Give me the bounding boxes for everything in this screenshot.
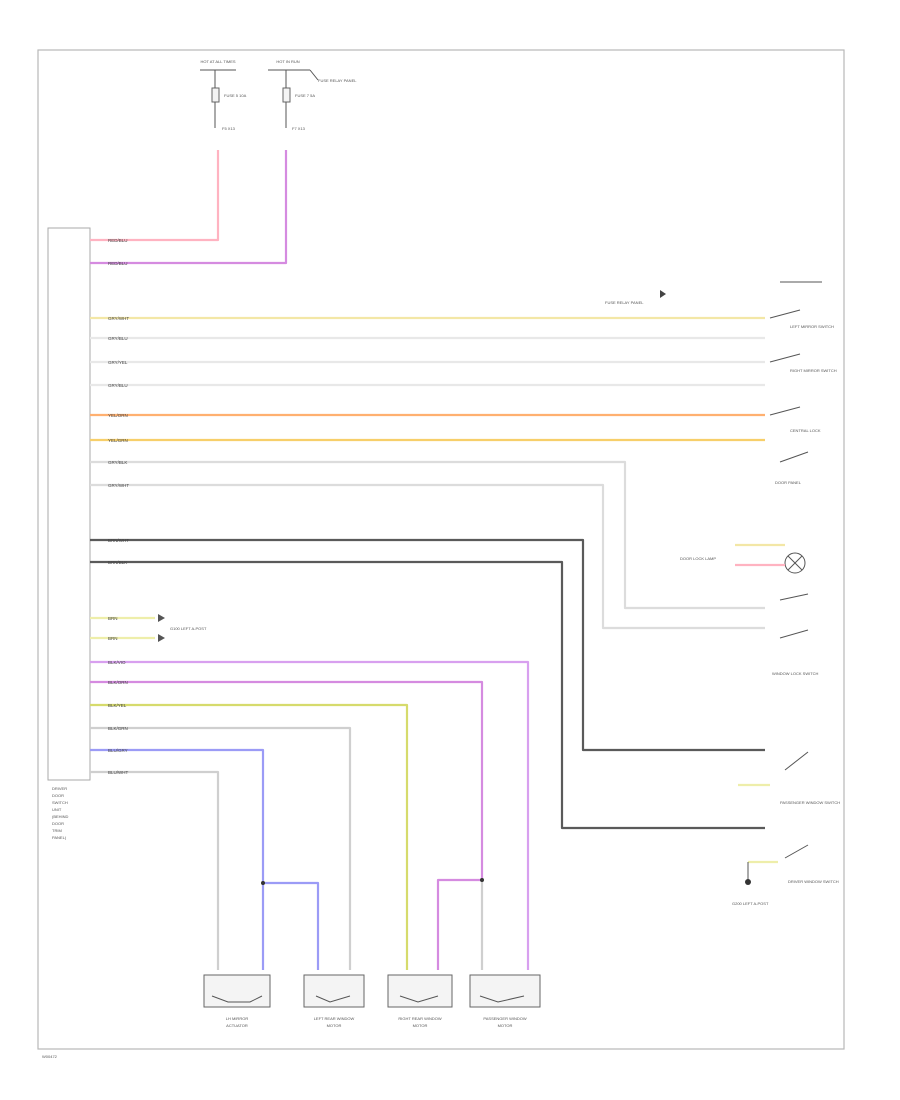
fuse-2-rating: FUSE 7 5A	[295, 93, 315, 98]
bottom-component-2-sub: MOTOR	[327, 1023, 342, 1028]
ground-symbol: G100 LEFT A-POST	[158, 614, 207, 642]
wire-label: BLK/YEL	[108, 703, 127, 708]
switch-icon	[784, 751, 809, 771]
bottom-component-4: PASSENGER WINDOW	[483, 1016, 526, 1021]
bottom-component-3: RIGHT REAR WINDOW	[398, 1016, 441, 1021]
wire-gray-white-2	[90, 483, 765, 630]
passenger-window-motor	[469, 974, 541, 1008]
right-component-5: DOOR LOCK LAMP	[680, 556, 716, 561]
fuse-2-label: HOT IN RUN	[276, 59, 299, 64]
ground-label-2: G200 LEFT A-POST	[732, 901, 769, 906]
fuse-1-terminal: F5 X13	[222, 126, 236, 131]
wire-label: BLU/WHT	[108, 770, 129, 775]
module-name-6: DOOR	[52, 821, 64, 826]
module-name-1: DRIVER	[52, 786, 67, 791]
fuse-2-icon	[282, 87, 291, 103]
wire-label: GRY/BLU	[108, 336, 128, 341]
bottom-component-1: LH MIRROR	[226, 1016, 249, 1021]
right-component-6: WINDOW LOCK SWITCH	[772, 671, 819, 676]
right-component-2: RIGHT MIRROR SWITCH	[790, 368, 837, 373]
module-name-2: DOOR	[52, 793, 64, 798]
right-component-4: DOOR PANEL	[775, 480, 802, 485]
right-components: FUSE RELAY PANEL LEFT MIRROR SWITCH RIGH…	[605, 281, 840, 906]
wire-label: BRN/BLK	[108, 560, 127, 565]
bottom-components: LH MIRROR ACTUATOR LEFT REAR WINDOW MOTO…	[203, 974, 541, 1028]
wire-label: BLK/ORN	[108, 680, 128, 685]
switch-icon	[779, 593, 809, 601]
wire-lilac-1	[90, 660, 530, 970]
fuse-block-1: HOT AT ALL TIMES FUSE 5 10A F5 X13	[200, 59, 247, 131]
left-rear-window-motor	[303, 974, 365, 1008]
right-component-3: CENTRAL LOCK	[790, 428, 821, 433]
module-name-4: UNIT	[52, 807, 62, 812]
wire-label: BLU/GRY	[108, 748, 128, 753]
ground-label-1: G100 LEFT A-POST	[170, 626, 207, 631]
splice-dot	[261, 881, 265, 885]
module-name-8: PANEL)	[52, 835, 67, 840]
diagram-frame	[37, 49, 845, 1050]
right-rear-window-motor	[387, 974, 453, 1008]
fuse-2-terminal: F7 X13	[292, 126, 306, 131]
fuse-1-icon	[211, 87, 220, 103]
wire-label: BLK/VIO	[108, 660, 126, 665]
right-component-8: DRIVER WINDOW SWITCH	[788, 879, 839, 884]
right-component-1: LEFT MIRROR SWITCH	[790, 324, 834, 329]
switch-icon	[784, 844, 809, 859]
switch-icon	[779, 451, 809, 463]
wire-light-gray-2	[90, 770, 220, 970]
right-component-7: PASSENGER WINDOW SWITCH	[780, 800, 840, 805]
wire-black-gray-1	[90, 538, 765, 752]
wire-pink	[90, 150, 220, 242]
wire-label: BRN	[108, 616, 118, 621]
wire-gray-white-1	[90, 460, 765, 610]
switch-icon	[769, 309, 801, 319]
fuse-block-2: HOT IN RUN FUSE 7 5A F7 X13	[268, 59, 315, 131]
wire-label: BRN/WHT	[108, 538, 129, 543]
fuse-1-label: HOT AT ALL TIMES	[200, 59, 235, 64]
module-name-5: (BEHIND	[52, 814, 69, 819]
ground-icon	[745, 879, 751, 885]
driver-door-switch-unit	[47, 227, 91, 781]
wire-label: GRY/YEL	[108, 360, 128, 365]
wire-label: BLK/GRN	[108, 726, 128, 731]
switch-icon	[779, 629, 809, 639]
footer-code: W00472	[42, 1054, 58, 1059]
module-name-7: TRIM	[52, 828, 62, 833]
wire-label-group: RED/BLU RED/BLU GRY/WHT GRY/BLU GRY/YEL …	[108, 238, 129, 775]
bottom-component-3-sub: MOTOR	[413, 1023, 428, 1028]
wire-black-gray-2	[90, 560, 765, 830]
bottom-component-4-sub: MOTOR	[498, 1023, 513, 1028]
right-ref-text: FUSE RELAY PANEL	[605, 300, 644, 305]
wire-label: GRY/BLK	[108, 460, 127, 465]
wire-label: RED/BLU	[108, 261, 128, 266]
wire-label: GRY/WHT	[108, 316, 129, 321]
wire-label: GRY/BLU	[108, 383, 128, 388]
wire-blue	[90, 748, 265, 970]
wire-blue-branch	[263, 881, 320, 970]
wire-label: RED/BLU	[108, 238, 128, 243]
wire-light-gray-1	[90, 726, 352, 970]
fuse-note: FUSE RELAY PANEL	[318, 78, 357, 83]
module-name-3: SWITCH	[52, 800, 68, 805]
wire-label: YEL/ORN	[108, 413, 128, 418]
fuse-1-rating: FUSE 5 10A	[224, 93, 247, 98]
wire-label: BRN	[108, 636, 118, 641]
bottom-component-1-sub: ACTUATOR	[226, 1023, 248, 1028]
wire-group	[90, 150, 765, 970]
bottom-component-2: LEFT REAR WINDOW	[314, 1016, 355, 1021]
splice-dot	[480, 878, 484, 882]
switch-icon	[769, 353, 801, 363]
wire-label: GRY/WHT	[108, 483, 129, 488]
switch-icon	[769, 406, 801, 416]
wire-olive	[90, 703, 409, 970]
wire-label: YEL/GRN	[108, 438, 128, 443]
lamp-icon	[784, 552, 806, 574]
wire-violet	[90, 150, 288, 265]
wire-violet-2	[90, 680, 484, 970]
